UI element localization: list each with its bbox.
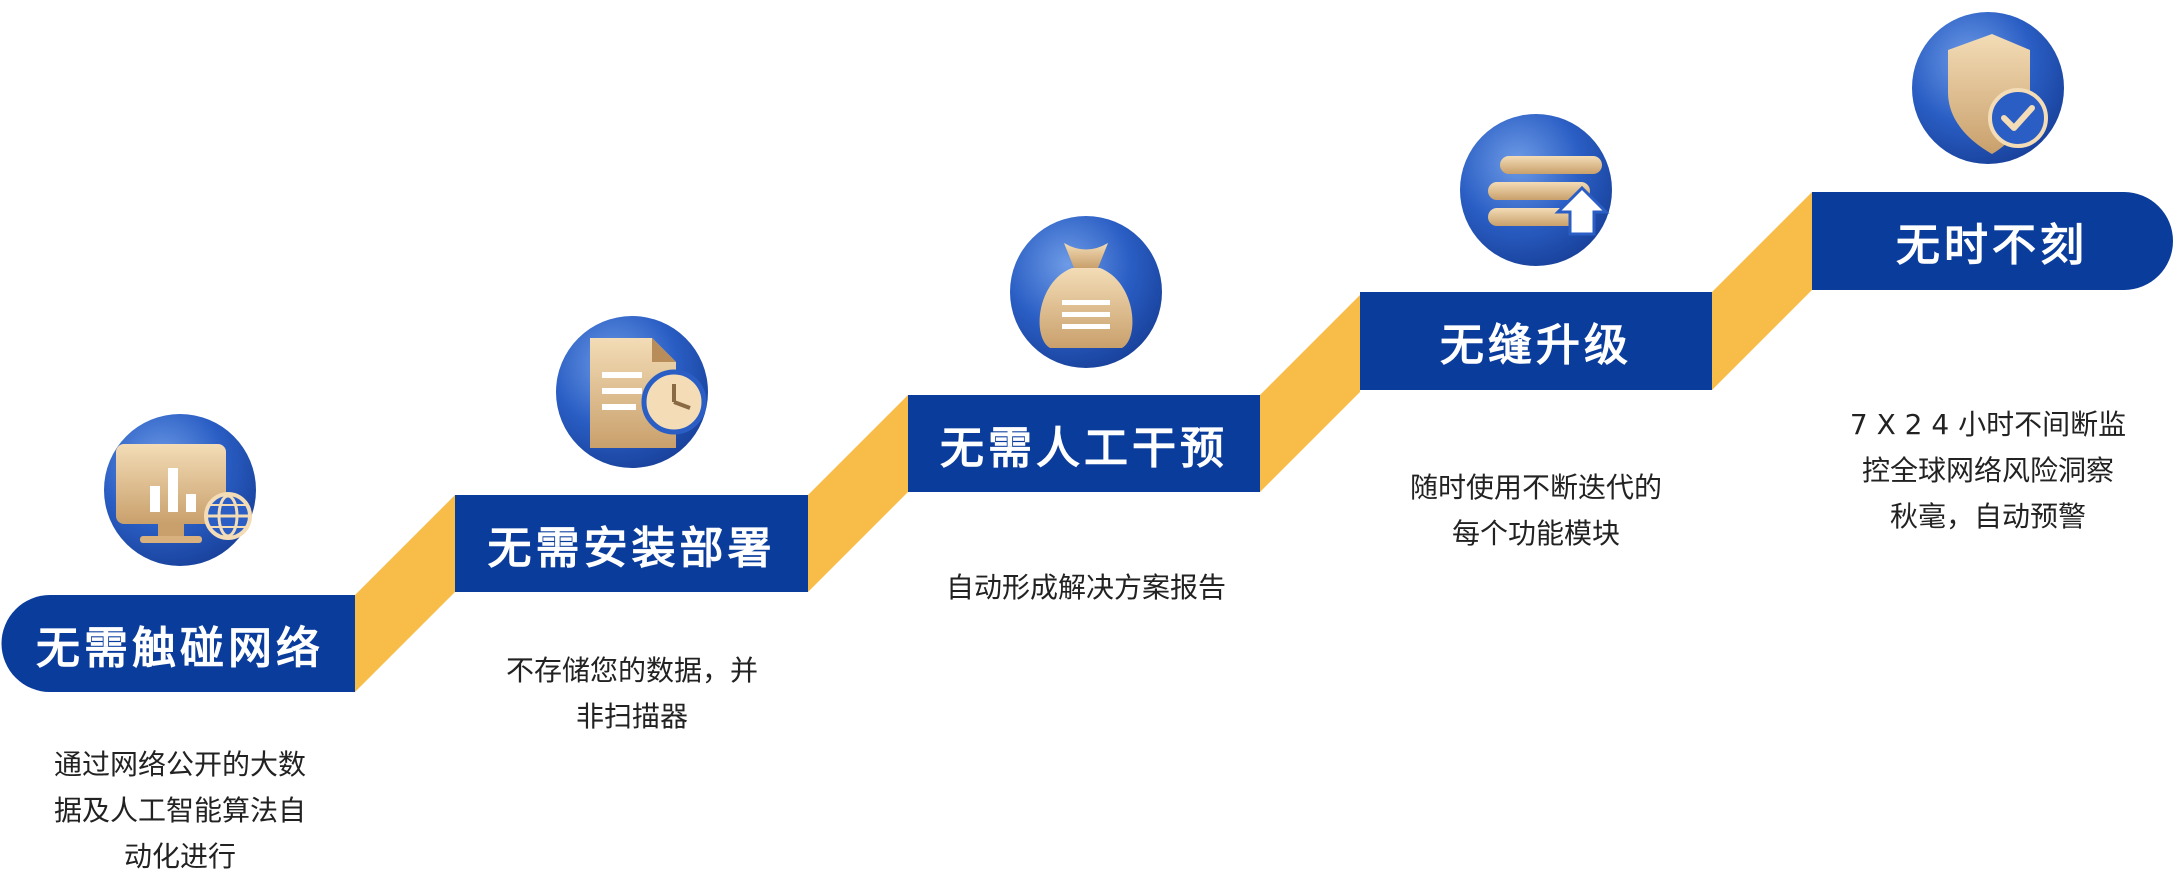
- step-title-1: 无需触碰网络: [36, 622, 324, 674]
- step-bar-5: [1812, 192, 2173, 290]
- step-title-5: 无时不刻: [1896, 220, 2088, 271]
- shield-check-icon: [1912, 12, 2064, 164]
- description-line: 自动形成解决方案报告: [945, 571, 1226, 604]
- step-description-2: 不存储您的数据，并 非扫描器: [452, 648, 812, 740]
- description-line: 动化进行: [123, 840, 236, 873]
- step-title-3: 无需人工干预: [940, 422, 1228, 474]
- step-description-5: 7 X 2 4 小时不间断监 控全球网络风险洞察 秋毫，自动预警: [1808, 402, 2168, 540]
- description-line: 秋毫，自动预警: [1889, 500, 2086, 533]
- step-description-1: 通过网络公开的大数 据及人工智能算法自 动化进行: [0, 742, 360, 880]
- layers-upgrade-arrow-icon: [1460, 114, 1612, 266]
- step-title-4: 无缝升级: [1440, 320, 1632, 371]
- step-bar-2: [455, 495, 808, 592]
- step-bar-1: [1, 595, 355, 692]
- step-bar-4: [1360, 292, 1712, 390]
- step-connector: [808, 395, 908, 592]
- step-title-2: 无需安装部署: [487, 522, 776, 574]
- step-connector: [1260, 295, 1360, 492]
- description-line: 7 X 2 4 小时不间断监: [1849, 408, 2127, 441]
- document-clock-icon: [556, 316, 708, 468]
- description-line: 不存储您的数据，并: [505, 654, 758, 687]
- step-bar-3: [908, 395, 1260, 492]
- step-description-4: 随时使用不断迭代的 每个功能模块: [1356, 465, 1716, 557]
- money-bag-icon: [1010, 216, 1162, 368]
- step-connector: [355, 495, 455, 692]
- description-line: 每个功能模块: [1451, 517, 1620, 550]
- monitor-chart-globe-icon: [104, 414, 256, 566]
- description-line: 据及人工智能算法自: [53, 794, 306, 827]
- step-connector: [1712, 192, 1812, 390]
- description-line: 通过网络公开的大数: [53, 748, 306, 781]
- description-line: 非扫描器: [575, 700, 688, 733]
- step-description-3: 自动形成解决方案报告: [906, 565, 1266, 611]
- description-line: 控全球网络风险洞察: [1861, 454, 2114, 487]
- description-line: 随时使用不断迭代的: [1409, 471, 1662, 504]
